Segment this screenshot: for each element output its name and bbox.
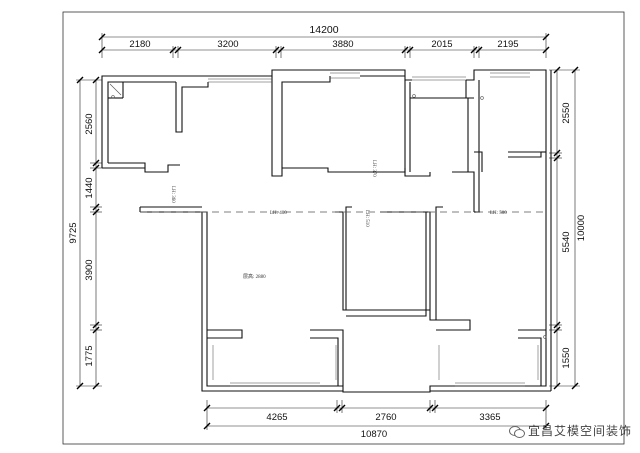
dim-top-3: 3880 <box>332 39 353 50</box>
dim-top-5: 2195 <box>497 39 518 50</box>
dim-top-total: 14200 <box>309 24 338 36</box>
top-dimension-lines <box>101 33 547 58</box>
lh-label-hall: LH: 400 <box>270 211 287 216</box>
dim-right-3: 1550 <box>561 347 572 368</box>
left-dimension-lines <box>76 79 102 387</box>
dim-right-1: 2550 <box>561 102 572 123</box>
dim-bottom-total: 10870 <box>361 429 387 440</box>
dim-left-4: 1775 <box>84 345 95 366</box>
ceiling-height-label: 层高: 2880 <box>243 273 266 280</box>
watermark: 宜昌艾模空间装饰 <box>508 422 632 439</box>
walls <box>101 69 552 393</box>
lh-label-right: LH: 500 <box>490 211 507 216</box>
dim-top-4: 2015 <box>431 39 452 50</box>
dim-top-1: 2180 <box>129 39 150 50</box>
dim-bottom-2: 2760 <box>375 412 396 423</box>
wechat-icon <box>508 425 525 438</box>
dim-bottom-1: 4265 <box>266 412 287 423</box>
dim-right-2: 5540 <box>561 231 572 252</box>
dim-left-2: 1440 <box>84 177 95 198</box>
dim-left-3: 3900 <box>84 259 95 280</box>
dim-left-total: 9725 <box>68 222 79 243</box>
dim-top-2: 3200 <box>217 39 238 50</box>
bottom-dimension-lines <box>206 400 547 430</box>
dim-left-1: 2560 <box>84 113 95 134</box>
dim-bottom-3: 3365 <box>479 412 500 423</box>
lh-label-left: LH: 360 <box>170 186 175 203</box>
watermark-text: 宜昌艾模空间装饰 <box>527 424 632 438</box>
lh-label-mid: LH: 510 <box>364 210 369 227</box>
dim-right-total: 10000 <box>576 215 587 241</box>
sheet-border <box>62 11 625 445</box>
lh-label-vertical: LH: 370 <box>371 160 376 177</box>
fixtures <box>109 83 547 339</box>
windows <box>208 72 539 387</box>
